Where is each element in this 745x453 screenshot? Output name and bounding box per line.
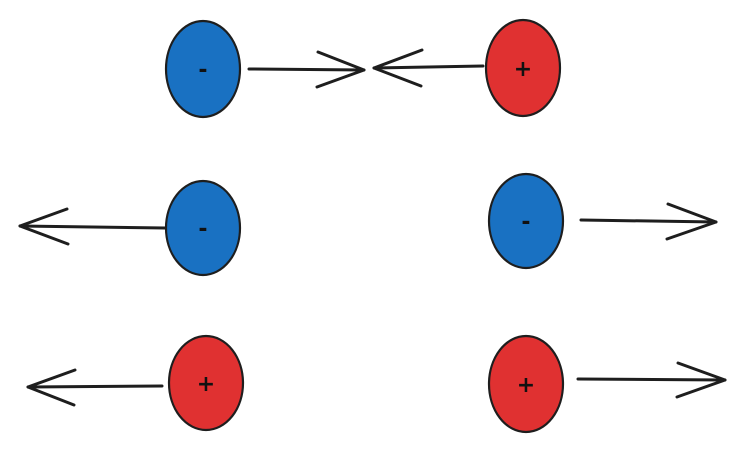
arrow-shaft [18,224,167,230]
arrow-shaft [372,64,485,70]
arrow-shaft [579,218,718,224]
arrow-shaft [576,377,727,382]
row-two-negatives: - - [18,172,718,277]
charge-circle [484,18,562,118]
charge-sign: + [514,57,532,82]
row-two-positives: + + [26,334,727,434]
arrow-head [675,361,727,399]
arrow-shaft [247,67,366,72]
charge-circle [164,179,242,277]
arrow-row3-left-pointing-left [26,368,164,407]
negative-charge-row2-right: - [487,172,565,270]
charge-circle [164,19,242,119]
charge-sign: + [517,373,535,398]
charge-sign: - [198,217,207,242]
positive-charge-row3-right: + [487,334,565,434]
negative-charge-row2-left: - [164,179,242,277]
arrow-head [26,368,77,407]
positive-charge-row1-right: + [484,18,562,118]
arrow-head [665,202,718,241]
charge-sign: + [197,372,215,397]
arrow-head [18,207,70,246]
charge-circle [487,334,565,434]
arrow-row3-right-pointing-right [576,361,727,399]
charge-circle [487,172,565,270]
arrow-row2-right-pointing-right [579,202,718,241]
arrow-head [315,50,366,89]
arrow-shaft [26,384,164,389]
row-opposite-charges: - + [164,18,562,119]
charge-circle [167,334,245,432]
arrow-row2-left-pointing-left [18,207,167,246]
arrow-head [372,48,424,88]
positive-charge-row3-left: + [167,334,245,432]
arrow-row1-right-pointing-left [372,48,485,88]
arrow-row1-left-pointing-right [247,50,366,89]
negative-charge-row1-left: - [164,19,242,119]
charge-sign: - [521,210,530,235]
charge-sign: - [198,58,207,83]
